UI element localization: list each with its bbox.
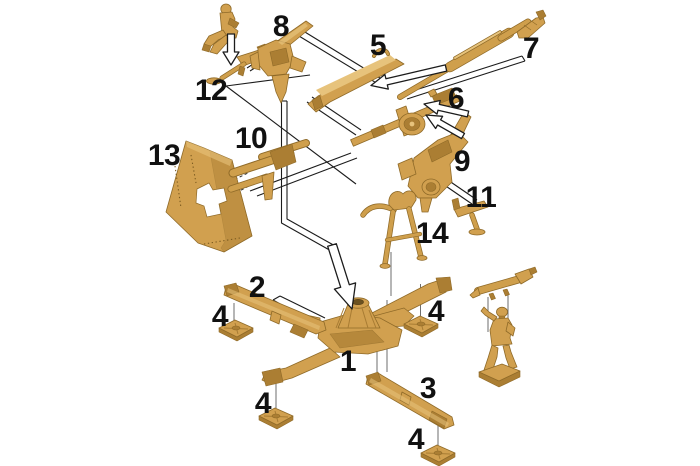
- arrow-9-into-wheel: [425, 114, 466, 140]
- part-8-pedestal-mount: [249, 20, 314, 104]
- part-11-gunner-seat: [451, 197, 489, 236]
- part-2-outrigger-left: [223, 282, 327, 339]
- standing-loader-figure: [469, 266, 538, 388]
- part-7-gun-barrel: [397, 9, 547, 100]
- part-14-support-frame: [360, 190, 428, 269]
- callout-4-right: 4: [428, 295, 445, 328]
- callout-2: 2: [249, 271, 265, 304]
- callout-8: 8: [273, 10, 289, 43]
- part-4-leveling-pad-left: [218, 319, 254, 342]
- part-10-trunnion-block: [227, 139, 310, 201]
- callout-5: 5: [370, 29, 386, 62]
- arrow-into-6: [423, 99, 470, 118]
- part-4-leveling-pad-bottom-right: [420, 444, 456, 466]
- arrow-barrel-into-5: [370, 64, 448, 90]
- arrow-into-base: [327, 243, 357, 310]
- callout-11: 11: [466, 181, 497, 214]
- callout-7: 7: [523, 32, 539, 65]
- callout-1: 1: [340, 345, 356, 378]
- callout-12: 12: [195, 74, 227, 107]
- callout-14: 14: [416, 217, 449, 250]
- callout-4-bottom-left: 4: [255, 387, 272, 420]
- callout-10: 10: [235, 122, 267, 155]
- part-1-cruciform-base: [261, 276, 453, 387]
- arrow-seat-to-12: [222, 33, 240, 66]
- callout-4-bottom-right: 4: [408, 423, 425, 456]
- callout-4-left: 4: [212, 300, 229, 333]
- callout-numbers: 8 5 7 6 9 11 14 10 13 12 2 1 3 4 4 4 4: [148, 10, 540, 456]
- part-5-upper-cradle: [307, 47, 405, 113]
- callout-3: 3: [420, 372, 436, 405]
- callout-6: 6: [448, 82, 464, 115]
- part-13-gun-shield: [165, 140, 253, 253]
- part-3-outrigger-right: [365, 371, 455, 430]
- callout-13: 13: [148, 139, 180, 172]
- callout-9: 9: [454, 145, 470, 178]
- assembly-arrows: [222, 33, 470, 310]
- part-4-leveling-pad-bottom-left: [258, 407, 294, 430]
- part-4-leveling-pad-right: [403, 315, 439, 338]
